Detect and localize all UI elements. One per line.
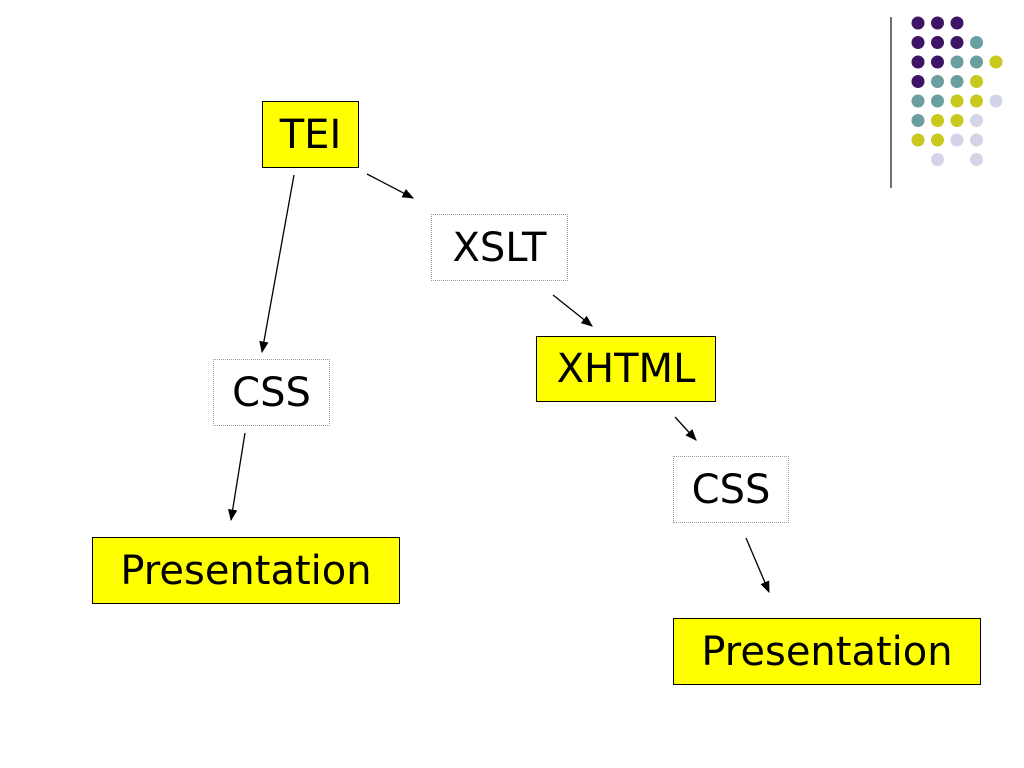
decorative-dot (970, 75, 983, 88)
decorative-dot (950, 133, 964, 147)
node-css-right: CSS (673, 456, 789, 523)
decorative-dot (970, 114, 983, 127)
arrow-xhtml-to-css (674, 416, 697, 441)
node-tei: TEI (262, 101, 359, 168)
decorative-divider-line (890, 17, 892, 188)
decorative-dot (911, 133, 925, 147)
decorative-dot (970, 36, 983, 49)
decorative-dot (931, 94, 944, 108)
decorative-dot (931, 75, 944, 88)
decorative-dot (911, 114, 925, 127)
node-presentation-right: Presentation (673, 618, 981, 685)
decorative-dot (950, 94, 964, 108)
arrow-xslt-to-xhtml (552, 294, 593, 327)
arrow-css-to-presentation (228, 432, 246, 522)
decorative-dot (911, 75, 925, 88)
decorative-dot (950, 75, 964, 88)
arrow-tei-to-xslt (366, 173, 415, 199)
decorative-dot (970, 133, 983, 147)
decorative-dot (911, 16, 925, 30)
decorative-dot (950, 36, 964, 49)
decorative-dot (911, 36, 925, 49)
node-presentation-left: Presentation (92, 537, 400, 604)
decorative-dot (989, 55, 1003, 69)
node-xslt: XSLT (431, 214, 568, 281)
decorative-dot (950, 55, 964, 69)
decorative-dot (911, 94, 925, 108)
decorative-dot (950, 16, 964, 30)
decorative-dot (931, 133, 944, 147)
decorative-dot (911, 55, 925, 69)
arrow-tei-to-css (259, 174, 295, 354)
node-xhtml: XHTML (536, 336, 716, 402)
node-css-left: CSS (213, 359, 330, 426)
decorative-dot (931, 36, 944, 49)
decorative-dot (931, 153, 944, 166)
decorative-dot (931, 16, 944, 30)
decorative-dot (950, 114, 964, 127)
decorative-dot (970, 55, 983, 69)
decorative-dot (970, 94, 983, 108)
arrow-css-to-presentation-right (745, 537, 770, 594)
decorative-dot (970, 153, 983, 166)
decorative-dot (989, 94, 1003, 108)
decorative-dot (931, 114, 944, 127)
decorative-dot (931, 55, 944, 69)
